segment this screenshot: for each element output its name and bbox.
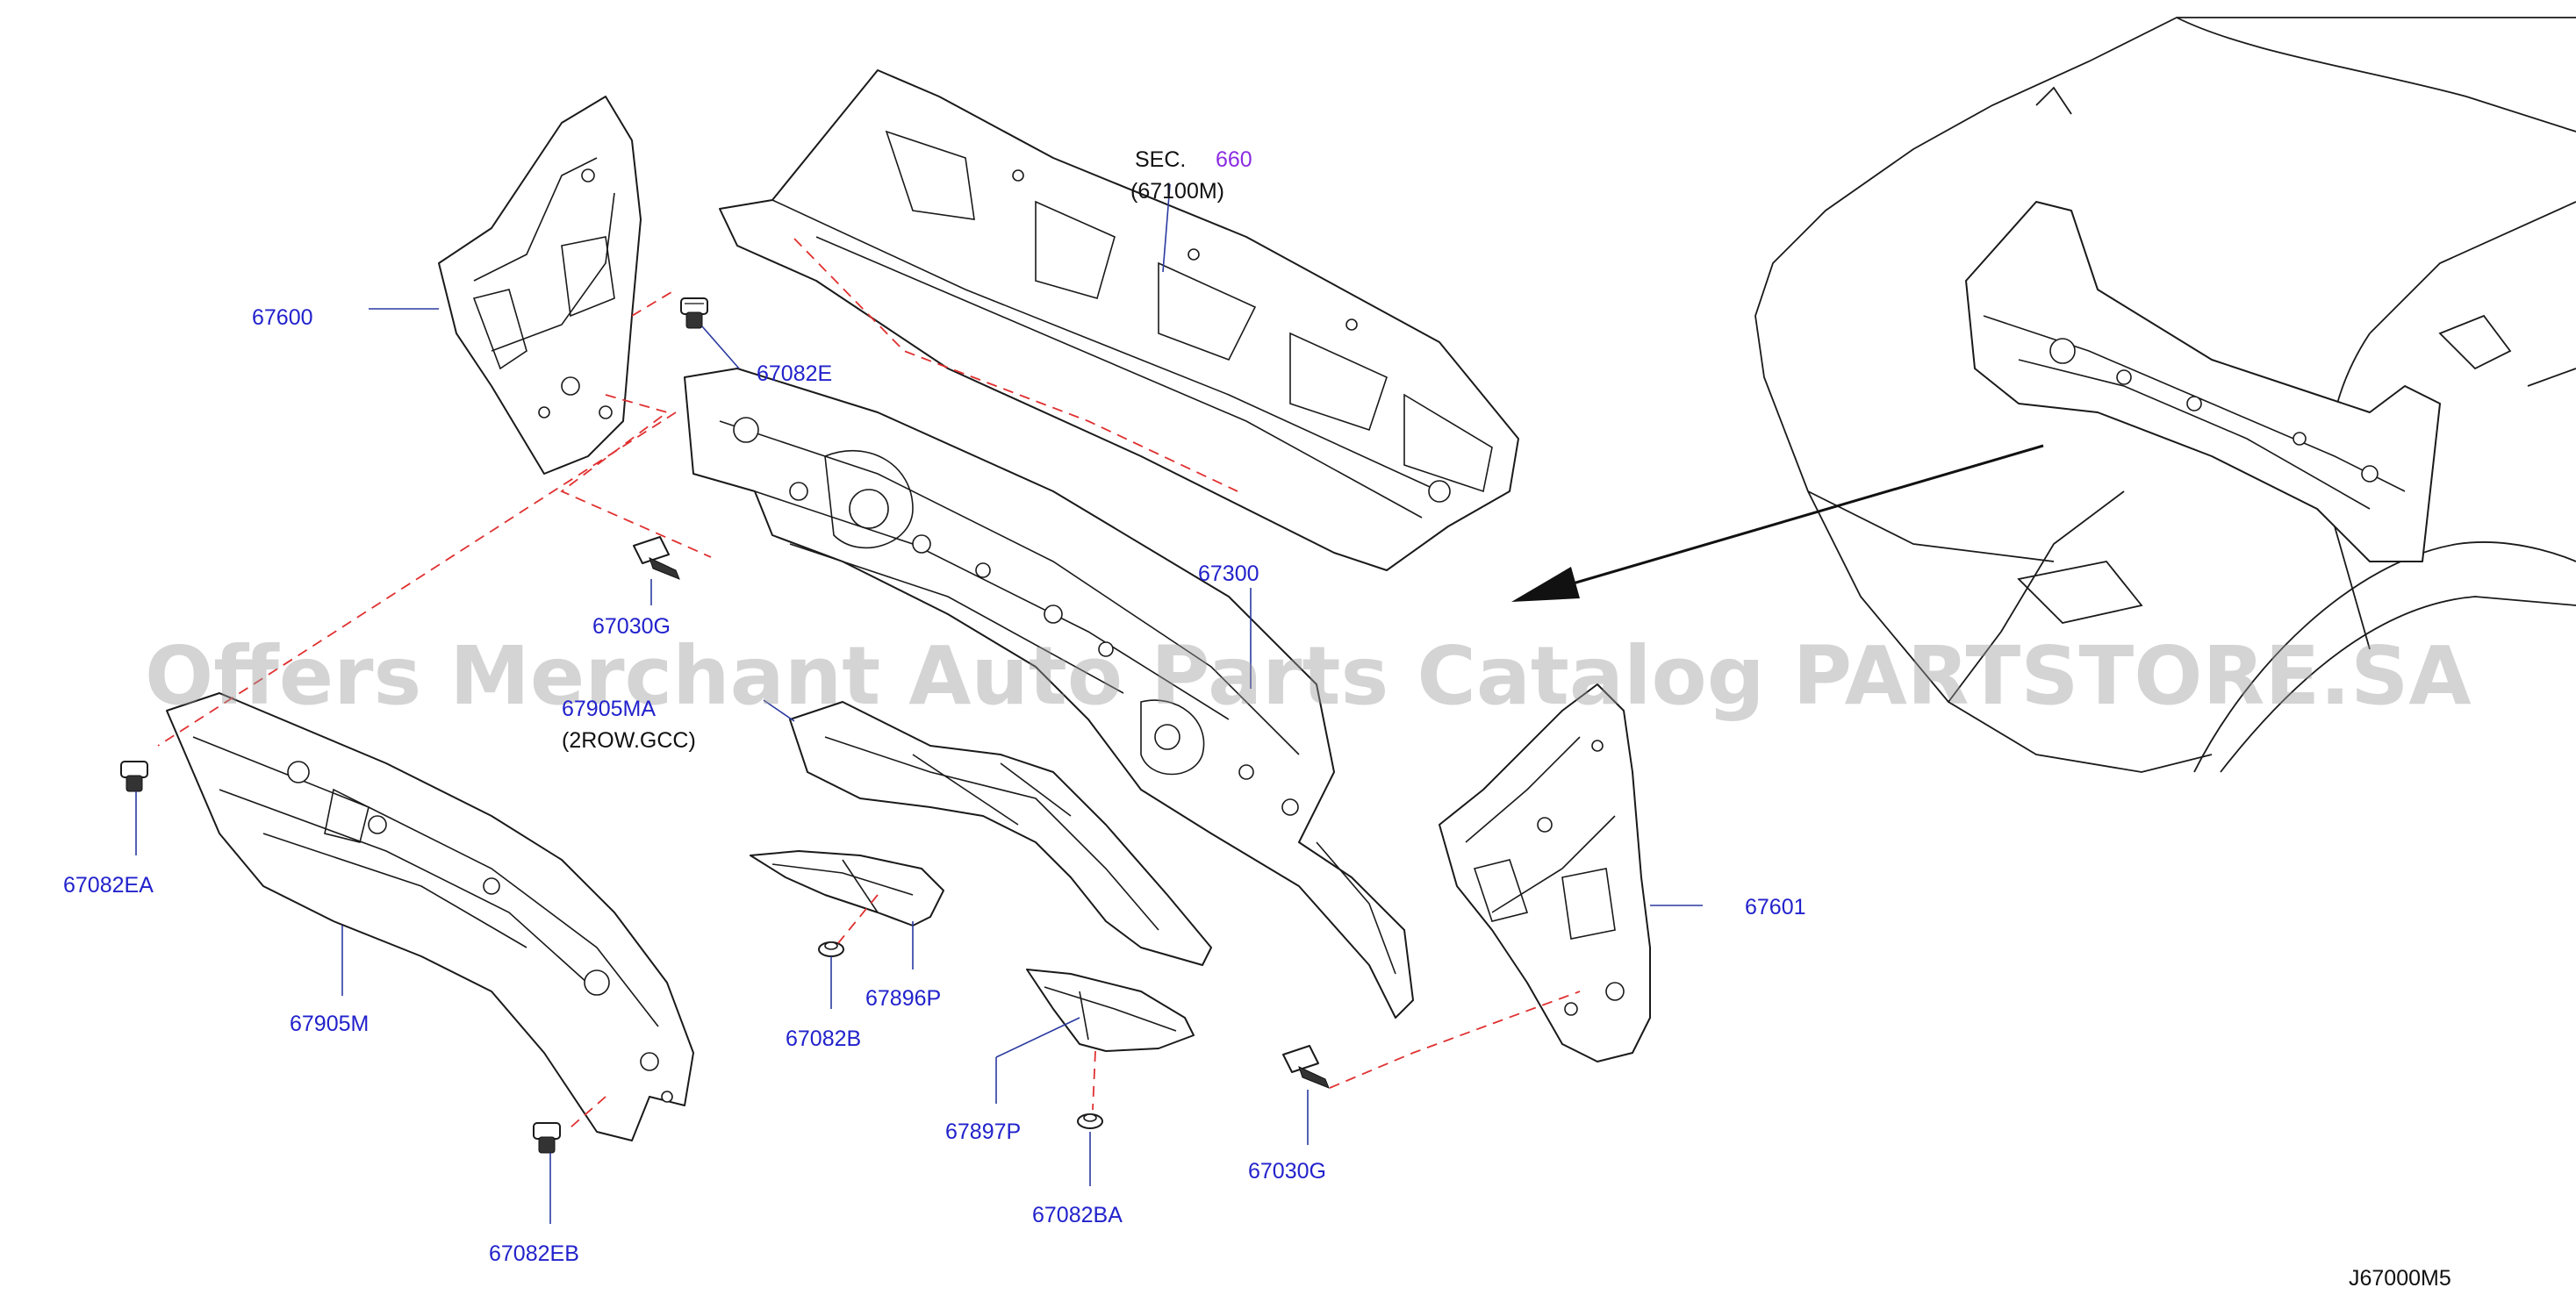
diagram-code: J67000M5 [2349, 1266, 2451, 1291]
cowl-top-panel-67100M [719, 69, 1519, 571]
side-panel-67600 [438, 96, 642, 475]
pointer-arrow [1511, 444, 2044, 602]
label-67082B: 67082B [786, 1027, 861, 1051]
label-67897P: 67897P [945, 1120, 1021, 1144]
car-outline-illustration [1754, 17, 2576, 773]
dash-panel-67300 [684, 368, 1414, 1019]
label-sec-number[interactable]: 660 [1216, 147, 1252, 172]
alignment-lines [157, 238, 1581, 1128]
label-2row-gcc: (2ROW.GCC) [562, 728, 696, 753]
label-67896P: 67896P [865, 986, 941, 1011]
bolt-67030G-bottom [1282, 1045, 1330, 1089]
side-panel-67601 [1439, 683, 1651, 1062]
label-sec-prefix: SEC. [1135, 147, 1186, 172]
nut-67082BA [1077, 1113, 1103, 1129]
label-67601: 67601 [1745, 895, 1806, 919]
clip-67082EA [120, 761, 148, 792]
label-67905MA: 67905MA [562, 697, 656, 721]
bolt-67030G-top [633, 536, 680, 580]
label-67030G-top: 67030G [592, 614, 671, 639]
label-67082EA: 67082EA [63, 873, 154, 898]
insulator-piece-67896P [750, 850, 944, 926]
insulator-piece-67897P [1026, 969, 1195, 1052]
label-67600: 67600 [252, 305, 313, 330]
clip-67082E [680, 297, 708, 329]
label-67082E: 67082E [757, 361, 832, 386]
watermark-text: Offers Merchant Auto Parts Catalog PARTS… [145, 629, 2472, 723]
dash-insulator-67905M [166, 692, 694, 1141]
label-67082BA: 67082BA [1032, 1203, 1123, 1227]
label-67030G-bottom: 67030G [1248, 1159, 1326, 1184]
clip-67082EB [533, 1122, 561, 1154]
leader-lines [135, 183, 1703, 1224]
label-67300: 67300 [1198, 562, 1259, 586]
nut-67082B [818, 941, 844, 957]
label-67905M: 67905M [290, 1012, 369, 1036]
dash-insulator-67905MA [789, 701, 1212, 966]
label-67100M: (67100M) [1130, 179, 1224, 204]
label-67082EB: 67082EB [489, 1241, 579, 1266]
